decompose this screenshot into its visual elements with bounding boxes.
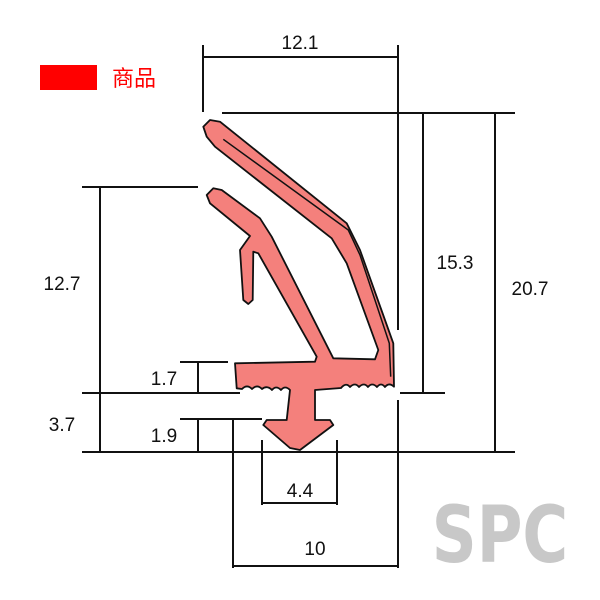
dim-base-width: 10 [304, 539, 325, 560]
dim-base-thickness: 1.7 [151, 369, 177, 390]
dim-overall-height: 20.7 [512, 279, 549, 300]
dimension-lines [82, 45, 515, 568]
legend-swatch [40, 65, 97, 90]
watermark: SPC [432, 489, 568, 581]
dim-stem-width: 4.4 [287, 481, 314, 502]
legend-label: 商品 [112, 67, 156, 92]
dim-base-to-bottom: 3.7 [49, 415, 75, 436]
dim-lip-height: 15.3 [437, 253, 474, 274]
lip-groove-line [222, 138, 392, 377]
dim-inner-lip-height: 12.7 [44, 274, 81, 295]
dim-top-width: 12.1 [282, 33, 319, 54]
dim-stem-height: 1.9 [151, 426, 177, 447]
seal-profile [202, 119, 395, 451]
